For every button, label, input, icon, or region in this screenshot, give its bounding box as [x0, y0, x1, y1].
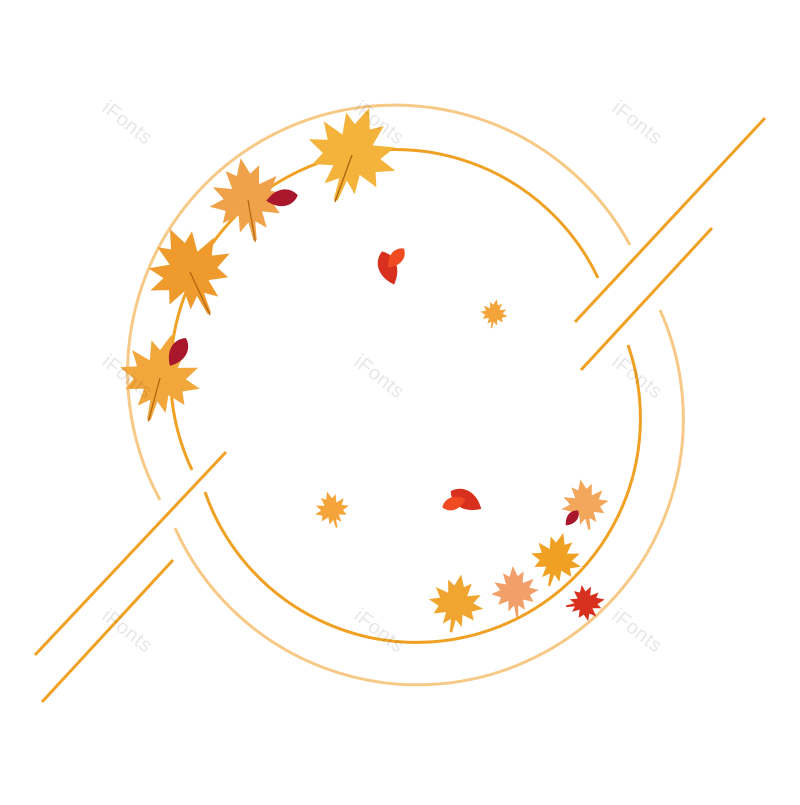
maple-leaf-icon: [524, 526, 589, 593]
small-leaf-icon: [373, 244, 409, 288]
slash-line-bottom-2: [40, 558, 175, 704]
maple-leaf-icon: [202, 151, 294, 247]
outer-ring-arc-top: [126, 103, 632, 501]
slash-line-top-2: [579, 226, 714, 372]
maple-leaf-icon: [423, 569, 489, 638]
slash-line-top-1: [573, 116, 767, 324]
inner-ring-arc-bottom: [203, 344, 642, 644]
maple-leaf-icon: [108, 323, 212, 431]
maple-leaf-icon: [292, 92, 413, 216]
small-leaf-icon: [440, 483, 486, 517]
outer-ring-arc-bottom: [173, 309, 685, 687]
maple-leaf-icon: [310, 487, 354, 533]
maple-leaf-icon: [562, 581, 608, 625]
maple-leaf-icon: [130, 210, 249, 332]
maple-leaf-icon: [556, 475, 613, 534]
maple-leaf-icon: [477, 296, 511, 331]
slash-line-bottom-1: [33, 450, 228, 657]
